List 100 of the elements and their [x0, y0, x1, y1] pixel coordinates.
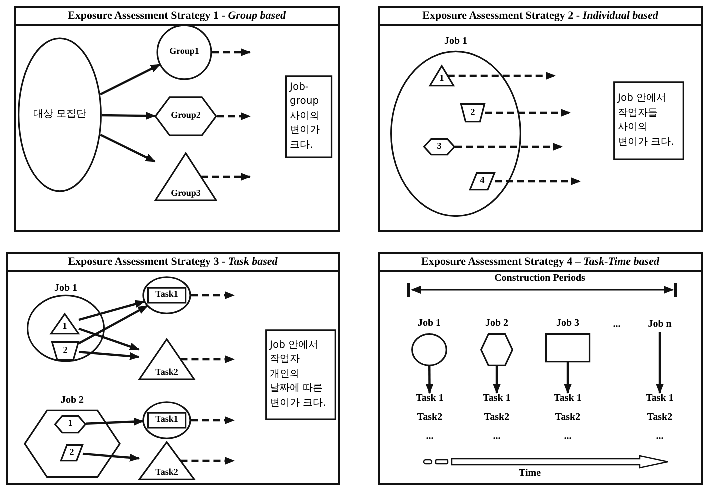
job-heading: Job 1 — [416, 318, 442, 330]
shape-label: 4 — [480, 175, 485, 186]
note-box — [266, 330, 336, 420]
worker-parallelogram — [61, 445, 83, 461]
dashed-arrow — [191, 292, 235, 300]
note-text: Job 안에서 작업자들 사이의 변이가 크다. — [618, 92, 676, 150]
job-heading: Job 2 — [484, 318, 510, 330]
dashed-arrow — [212, 48, 251, 56]
task-label: ... — [564, 431, 572, 443]
arrow — [564, 362, 572, 394]
shape-label: Task1 — [156, 414, 178, 425]
dashed-arrow — [485, 109, 571, 117]
arrow — [100, 64, 161, 96]
arrow — [78, 300, 146, 322]
arrow — [86, 418, 144, 426]
dashed-arrow — [455, 143, 563, 151]
shape-label: Group2 — [171, 110, 201, 121]
note-box — [614, 82, 684, 160]
task-circle — [143, 277, 191, 314]
dashed-arrow — [217, 112, 251, 120]
task-label: ... — [426, 431, 434, 443]
arrow — [78, 328, 140, 351]
task-label: Task2 — [555, 412, 581, 424]
shape-label: 대상 모집단 — [33, 108, 87, 120]
job-heading: Job 1 — [443, 36, 469, 48]
shape-label: Task2 — [156, 367, 178, 378]
job-label: Job n — [640, 318, 680, 331]
arrow — [78, 351, 140, 360]
task-triangle — [139, 442, 195, 480]
shape-label: 3 — [437, 140, 442, 152]
note-text: Job 안에서 작업자 개인의 날짜에 따른 변이가 크다. — [270, 338, 328, 411]
dashed-arrow — [495, 178, 581, 186]
job-hexagon — [24, 395, 121, 478]
group-triangle — [155, 153, 217, 201]
job-hexagon — [481, 318, 513, 366]
dashed-arrow — [180, 356, 235, 364]
job-heading: Job 1 — [53, 283, 79, 295]
note-box — [286, 76, 332, 158]
task-label: ... — [656, 431, 664, 443]
task-label: Task 1 — [646, 393, 674, 405]
dashed-arrow — [180, 457, 235, 465]
task-label: Task 1 — [416, 393, 444, 405]
note-text: Job-group 사이의 변이가 크다. — [290, 80, 321, 153]
strategy-panel — [14, 6, 340, 232]
axis-label: Construction Periods — [494, 272, 586, 285]
job-ellipse — [390, 36, 522, 218]
panel-title: Exposure Assessment Strategy 4 – Task-Time based — [380, 254, 701, 272]
arrow — [82, 452, 140, 462]
population-ellipse — [18, 37, 102, 193]
worker-parallelogram — [470, 173, 495, 190]
shape-label: 1 — [440, 73, 444, 84]
arrow — [78, 305, 148, 345]
task-label: Task2 — [647, 412, 673, 424]
arrow — [100, 134, 156, 163]
shape-label: 1 — [62, 321, 68, 332]
shape-label: Group1 — [170, 46, 200, 57]
panel-title: Exposure Assessment Strategy 3 - Task based — [8, 254, 338, 272]
strategy-panel — [6, 252, 340, 485]
worker-triangle — [51, 314, 79, 334]
shape-label: Task2 — [156, 467, 178, 478]
shape-label: 1 — [68, 418, 73, 429]
dashed-arrow — [191, 416, 235, 424]
ellipsis-label: ... — [612, 318, 622, 331]
panel-title: Exposure Assessment Strategy 2 - Individual based — [380, 8, 701, 26]
job-circle — [27, 283, 105, 362]
task-label: Task 1 — [554, 393, 582, 405]
task-circle — [143, 402, 191, 439]
dashed-arrow — [448, 72, 556, 80]
strategy-panel — [378, 252, 703, 485]
task-box — [148, 413, 186, 428]
arrow — [656, 332, 664, 394]
dashed-arrow — [201, 173, 251, 181]
task-triangle — [139, 339, 195, 380]
shape-label: Group3 — [171, 188, 201, 199]
panel-title: Exposure Assessment Strategy 1 - Group based — [16, 8, 338, 26]
arrow — [493, 366, 501, 394]
task-label: Task2 — [484, 412, 510, 424]
worker-trapezoid — [52, 342, 79, 360]
shape-label: 2 — [63, 344, 68, 356]
task-label: Task2 — [417, 412, 443, 424]
arrow — [426, 366, 434, 394]
job-rectangle — [546, 318, 590, 362]
shape-label: 2 — [470, 106, 476, 118]
axis-label: Time — [518, 467, 542, 480]
job-heading: Job 3 — [555, 318, 581, 330]
group-hexagon — [155, 97, 217, 136]
job-heading: Job 2 — [60, 395, 86, 407]
strategy-panel — [378, 6, 703, 232]
worker-hexagon — [55, 416, 86, 433]
worker-triangle — [430, 66, 454, 86]
arrow — [102, 112, 156, 120]
group-circle — [157, 25, 212, 80]
task-box — [148, 288, 186, 303]
task-label: ... — [493, 431, 501, 443]
shape-label: 2 — [70, 446, 74, 458]
task-label: Task 1 — [483, 393, 511, 405]
job-circle — [412, 318, 447, 366]
worker-hexagon — [424, 139, 455, 155]
shape-label: Task1 — [156, 289, 178, 300]
worker-trapezoid — [461, 104, 485, 122]
